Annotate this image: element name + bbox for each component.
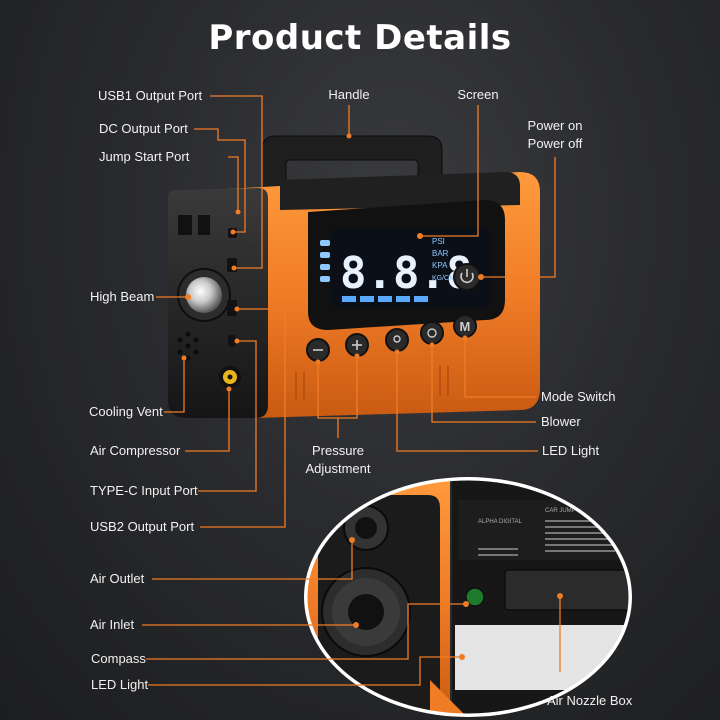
mode-button[interactable]: M: [453, 314, 477, 338]
display-digits: 8.8.8: [340, 248, 472, 299]
unit-psi: PSI: [432, 237, 445, 246]
label-air-nozzle-box: Air Nozzle Box: [547, 693, 633, 708]
label-high-beam: High Beam: [90, 289, 155, 304]
label-adjustment: Adjustment: [305, 461, 371, 476]
label-power-on: Power on: [527, 118, 583, 133]
label-air-compressor: Air Compressor: [90, 443, 181, 458]
light-button[interactable]: [385, 328, 409, 352]
fan-button[interactable]: [420, 321, 444, 345]
label-cooling-vent: Cooling Vent: [89, 404, 163, 419]
label-screen: Screen: [457, 87, 499, 102]
battery-bar: [342, 296, 428, 302]
unit-kgcm: KG/CM: [432, 275, 455, 282]
light-button-icon: [393, 335, 401, 343]
label-air-inlet: Air Inlet: [90, 617, 135, 632]
label-handle: Handle: [328, 87, 370, 102]
page-title: Product Details: [208, 18, 512, 58]
power-button-icon: [460, 269, 474, 284]
label-power-off: Power off: [527, 136, 583, 151]
label-dc-output-port: DC Output Port: [99, 121, 188, 136]
label-led-light-bottom: LED Light: [91, 677, 149, 692]
mode-m-button-icon: M: [460, 319, 471, 334]
plus-button[interactable]: [345, 333, 369, 357]
minus-button[interactable]: [306, 338, 330, 362]
label-compass: Compass: [91, 651, 146, 666]
label-type-c-input-port: TYPE-C Input Port: [90, 483, 198, 498]
jump-starter-device: 8.8.8 PSI BAR KPA KG/CM: [168, 135, 540, 418]
label-jump-start-port: Jump Start Port: [99, 149, 190, 164]
unit-kpa: KPA: [432, 261, 448, 270]
cooling-vent: [177, 331, 199, 361]
label-usb1-output-port: USB1 Output Port: [98, 88, 203, 103]
label-usb2-output-port: USB2 Output Port: [90, 519, 195, 534]
plus-button-icon: [352, 340, 362, 350]
label-mode-switch: Mode Switch: [541, 389, 616, 404]
label-led-light: LED Light: [542, 443, 600, 458]
display-icons: [320, 240, 330, 282]
air-nozzle-box: [504, 569, 630, 611]
label-pressure: Pressure: [311, 443, 365, 458]
unit-bar: BAR: [432, 249, 449, 258]
fan-button-icon: [427, 328, 437, 338]
label-air-outlet: Air Outlet: [90, 571, 145, 586]
zoom-inset: ALPHA DIGITAL CAR JUMP STARTER WIT: [304, 477, 632, 717]
power-button[interactable]: [453, 263, 481, 291]
leader-lines: [142, 95, 561, 686]
label-blower: Blower: [541, 414, 581, 429]
device-brand: ALPHA DIGITAL: [478, 519, 523, 525]
compass: [465, 587, 485, 607]
